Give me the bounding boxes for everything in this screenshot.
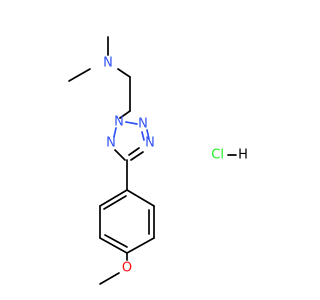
bond-phenyl-1-double xyxy=(103,195,127,210)
bond-ch2-tetrazole-n xyxy=(119,110,131,119)
bond-phenyl-3-double xyxy=(104,234,128,248)
tetrazole-n2-label: N xyxy=(114,115,124,130)
tetrazole-n3-label: N xyxy=(138,117,148,132)
amine-n-label: N xyxy=(103,56,113,71)
bond-n1-c5 xyxy=(114,149,126,161)
tetrazole-n4-label: N xyxy=(145,136,155,151)
bond-n4-c5 xyxy=(130,151,144,161)
bond-n2-n3 xyxy=(125,121,138,125)
bond-n3-n4-double xyxy=(141,131,145,141)
bond-n4-c5-double xyxy=(128,147,140,156)
bond-methyl1-n xyxy=(68,68,91,82)
bond-phenyl-3 xyxy=(99,237,128,254)
bond-n3-n4 xyxy=(146,129,150,140)
bond-phenyl-6 xyxy=(126,189,155,207)
bond-n-ch2 xyxy=(117,68,131,78)
hcl-label: Cl xyxy=(211,148,224,163)
bond-phenyl-4 xyxy=(126,237,155,254)
hydrogen-label: H xyxy=(238,148,248,163)
ether-o-label: O xyxy=(122,261,132,276)
bond-o-methyl xyxy=(99,272,120,285)
molecule-structure-diagram: N N N N N O Cl H xyxy=(68,36,248,285)
tetrazole-n1-label: N xyxy=(106,136,116,151)
bond-phenyl-1 xyxy=(99,189,128,207)
bond-n2-n1 xyxy=(113,127,117,138)
